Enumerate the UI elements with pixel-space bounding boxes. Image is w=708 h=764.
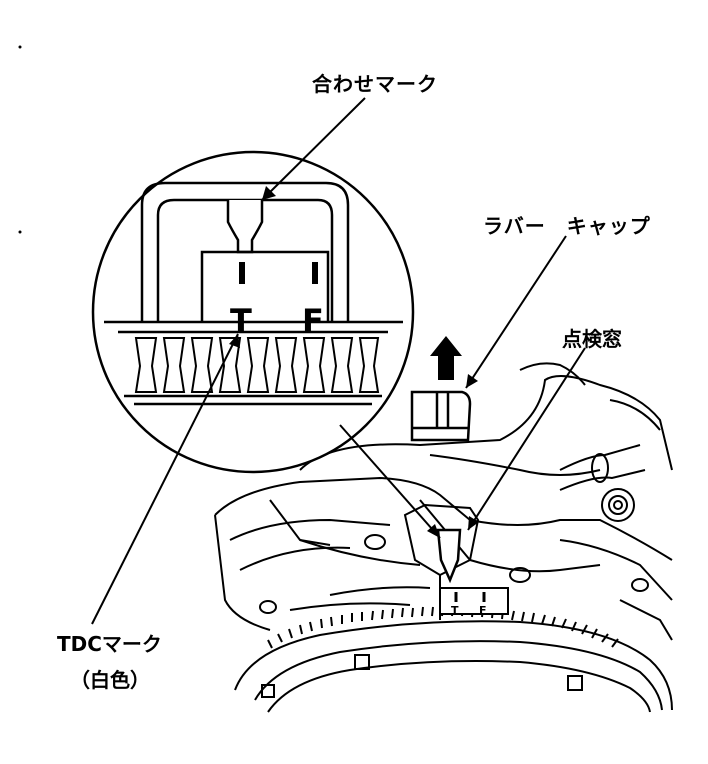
detail-mark-f: F bbox=[302, 302, 324, 340]
window-mark-t: T bbox=[451, 604, 459, 617]
leader-arrowheads bbox=[229, 186, 479, 538]
rubber-cap-label: ラバー キャップ bbox=[483, 214, 651, 238]
tdc-color-label: （白色） bbox=[70, 668, 150, 692]
inspection-window-scale bbox=[439, 587, 509, 615]
alignment-mark-label: 合わせマーク bbox=[312, 72, 438, 96]
window-pointer bbox=[436, 528, 462, 584]
tdc-mark-label: TDCマーク bbox=[57, 632, 162, 656]
window-mark-lines bbox=[454, 592, 486, 602]
leader-lines bbox=[91, 97, 586, 625]
window-mark-f: F bbox=[479, 604, 487, 617]
detail-teeth bbox=[134, 337, 380, 393]
removal-arrow-icon bbox=[430, 336, 462, 380]
rubber-cap bbox=[410, 390, 472, 442]
engine-housing bbox=[214, 362, 673, 713]
magnified-detail bbox=[104, 181, 403, 406]
detail-mark-lines bbox=[239, 262, 318, 284]
detail-mark-t: T bbox=[230, 302, 252, 340]
inspection-window-label: 点検窓 bbox=[562, 327, 622, 351]
